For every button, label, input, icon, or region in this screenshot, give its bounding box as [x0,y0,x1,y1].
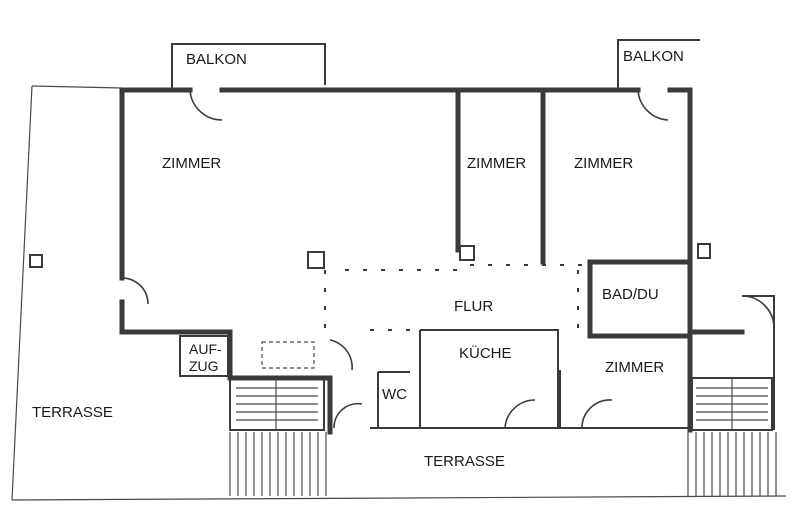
label-aufzug-2: ZUG [189,358,219,374]
label-zimmer-mid: ZIMMER [467,155,526,172]
terrace-left-outline [11,85,787,501]
door-swings [121,89,775,429]
label-flur: FLUR [454,298,493,315]
label-aufzug-1: AUF- [189,341,222,357]
elevator-shaft [179,335,315,377]
right-stair-walls [687,295,775,430]
label-terrasse-bottom: TERRASSE [424,453,505,470]
balcony-left [171,43,326,88]
label-terrasse-left: TERRASSE [32,404,113,421]
label-balkon-left: BALKON [186,51,247,68]
exterior-walls [119,87,693,435]
label-zimmer-small: ZIMMER [605,359,664,376]
label-balkon-right: BALKON [623,48,684,65]
terrace-decking [229,432,777,496]
balcony-right [617,39,700,88]
column-markers [29,243,711,269]
open-partitions [324,264,585,331]
label-zimmer-right: ZIMMER [574,155,633,172]
label-zimmer-large: ZIMMER [162,155,221,172]
interior-walls [377,87,693,428]
stairs-left [229,377,325,431]
stairs-right [691,377,773,431]
label-wc: WC [382,386,407,403]
label-bad-du: BAD/DU [602,286,659,303]
label-kueche: KÜCHE [459,344,512,362]
